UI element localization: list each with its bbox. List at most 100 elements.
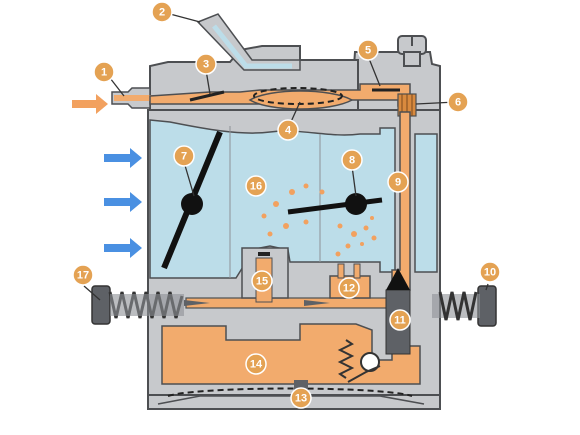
- callout-circle: [357, 39, 379, 61]
- callout-number: 11: [394, 315, 406, 327]
- callout-14: 14: [245, 353, 267, 375]
- choke-valve: [161, 130, 223, 270]
- housing-upper-left: [149, 45, 359, 121]
- fuel-droplet: [303, 219, 309, 225]
- callout-number: 15: [256, 276, 268, 288]
- venturi-right-wall: [414, 133, 438, 273]
- fuel-droplet: [283, 223, 289, 229]
- fuel-droplet: [319, 189, 325, 195]
- callout-circle: [72, 264, 94, 286]
- impulse-line: [196, 13, 301, 71]
- callout-number: 5: [365, 45, 371, 57]
- fuel-droplet: [345, 243, 351, 249]
- main-jet-passage: [185, 297, 397, 309]
- fuel-droplet: [289, 189, 295, 195]
- callout-1: 1: [93, 61, 115, 83]
- callout-6: 6: [447, 91, 469, 113]
- callout-circle: [290, 387, 312, 409]
- callout-circle: [251, 270, 273, 292]
- fuel-droplet: [273, 201, 279, 207]
- callout-number: 9: [395, 177, 401, 189]
- metering-spring-icon: [337, 339, 355, 379]
- leader-8: [351, 165, 357, 197]
- choke-shaft: [181, 193, 203, 215]
- callout-15: 15: [251, 270, 273, 292]
- callout-circle: [341, 149, 363, 171]
- callout-17: 17: [72, 264, 94, 286]
- callout-number: 13: [295, 393, 307, 405]
- callout-number: 3: [203, 59, 209, 71]
- right-screw-thread-icon: [438, 291, 478, 321]
- fuel-droplet: [337, 223, 343, 229]
- idle-jet-cap: [258, 252, 270, 256]
- callout-10: 10: [479, 261, 501, 283]
- callout-circle: [338, 277, 360, 299]
- fuel-pump-cavity: [248, 90, 354, 110]
- leader-10: [485, 283, 489, 291]
- fuel-pump-diaphragm: [253, 87, 343, 105]
- fuel-droplet: [351, 231, 357, 237]
- callout-12: 12: [338, 277, 360, 299]
- callout-2: 2: [151, 1, 173, 23]
- callout-circle: [245, 175, 267, 197]
- left-adjustment-screw: [91, 285, 184, 325]
- leader-2: [169, 13, 201, 23]
- leader-5: [367, 55, 381, 87]
- fuel-droplet: [267, 231, 273, 237]
- callout-number: 6: [455, 97, 461, 109]
- callout-circle: [277, 119, 299, 141]
- metering-chamber-fuel: [161, 323, 421, 385]
- right-screw-head: [477, 285, 497, 327]
- callout-number: 7: [181, 151, 187, 163]
- main-jet-stem: [337, 263, 345, 279]
- callout-number: 14: [250, 359, 263, 371]
- callout-number: 16: [250, 181, 262, 193]
- fuel-droplet: [335, 251, 341, 257]
- top-screw-shank: [403, 51, 421, 67]
- callout-7: 7: [173, 145, 195, 167]
- callout-5: 5: [357, 39, 379, 61]
- callout-16: 16: [245, 175, 267, 197]
- callout-circle: [93, 61, 115, 83]
- atmospheric-vent: [157, 395, 425, 405]
- callout-circle: [479, 261, 501, 283]
- throttle-valve: [287, 193, 383, 215]
- fuel-droplet: [370, 216, 374, 220]
- callout-13: 13: [290, 387, 312, 409]
- callout-number: 1: [101, 67, 107, 79]
- air-arrow-icon: [104, 148, 142, 168]
- callout-circle: [447, 91, 469, 113]
- callout-number: 2: [159, 7, 165, 19]
- idle-needle-tip: [184, 300, 210, 306]
- fuel-droplet: [261, 213, 267, 219]
- metering-lever: [347, 365, 381, 383]
- fuel-droplet: [360, 242, 364, 246]
- throttle-shaft: [345, 193, 367, 215]
- callout-number: 12: [343, 283, 355, 295]
- right-adjustment-screw: [432, 285, 497, 327]
- leader-7: [183, 161, 195, 197]
- air-arrow-icon: [104, 238, 142, 258]
- fuel-inlet-channel: [114, 95, 154, 101]
- left-screw-head: [91, 285, 111, 325]
- callout-circle: [387, 171, 409, 193]
- callout-number: 8: [349, 155, 355, 167]
- callout-circle: [151, 1, 173, 23]
- callout-4: 4: [277, 119, 299, 141]
- fuel-inflow-arrow-icon: [72, 94, 108, 114]
- impulse-line-channel: [212, 24, 292, 69]
- air-inflow-arrows: [104, 148, 142, 258]
- callout-8: 8: [341, 149, 363, 171]
- callout-circle: [195, 53, 217, 75]
- inlet-valve-flap: [189, 90, 225, 102]
- leader-1: [109, 77, 125, 97]
- metering-diaphragm: [167, 387, 413, 397]
- callout-3: 3: [195, 53, 217, 75]
- callout-circle: [245, 353, 267, 375]
- fuel-droplet: [303, 183, 309, 189]
- callout-9: 9: [387, 171, 409, 193]
- inlet-needle-tip: [386, 268, 410, 290]
- left-screw-shaft: [110, 294, 184, 316]
